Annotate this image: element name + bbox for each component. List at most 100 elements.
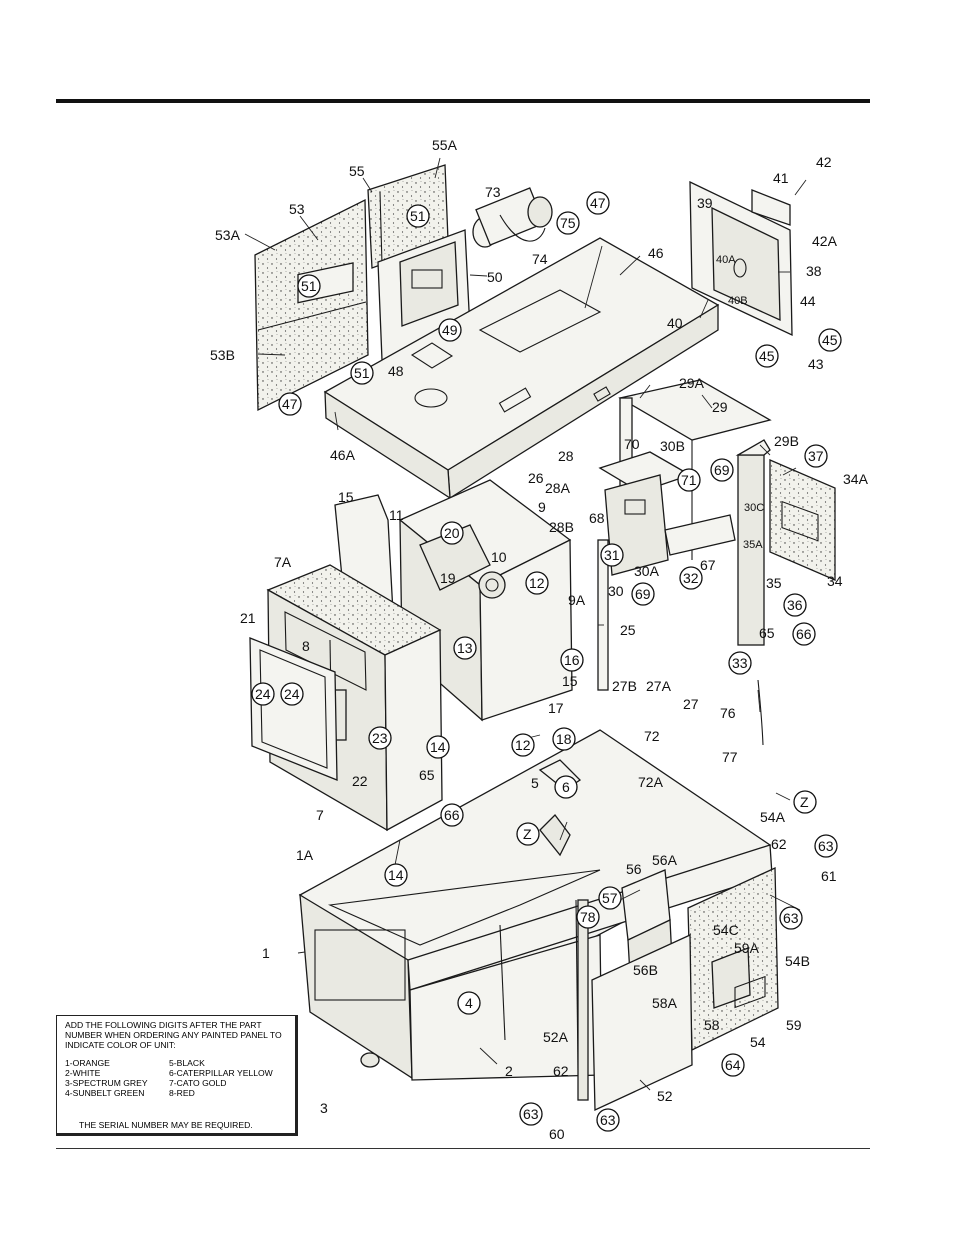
callout-58: 58 xyxy=(704,1017,720,1033)
callout-7A: 7A xyxy=(274,554,292,570)
channel-25 xyxy=(597,539,609,691)
callout-53B: 53B xyxy=(210,347,235,363)
callout-12: 12 xyxy=(515,737,531,753)
callout-55: 55 xyxy=(349,163,365,179)
callout-2: 2 xyxy=(505,1063,513,1079)
cable-76 xyxy=(757,679,764,746)
callout-12: 12 xyxy=(529,575,545,591)
callout-53A: 53A xyxy=(215,227,241,243)
callout-1A: 1A xyxy=(296,847,314,863)
callout-40B: 40B xyxy=(728,295,748,307)
callout-51: 51 xyxy=(354,365,370,381)
callout-4: 4 xyxy=(465,995,473,1011)
callout-28: 28 xyxy=(558,448,574,464)
color-code: 8-RED xyxy=(169,1088,195,1098)
door-21 xyxy=(249,637,338,781)
callout-27B: 27B xyxy=(612,678,637,694)
callout-54B: 54B xyxy=(785,953,810,969)
callout-33: 33 xyxy=(732,655,748,671)
callout-11: 11 xyxy=(389,507,404,523)
callout-77: 77 xyxy=(722,749,738,765)
callout-34: 34 xyxy=(827,573,843,589)
callout-53: 53 xyxy=(289,201,305,217)
callout-68: 68 xyxy=(589,510,605,526)
callout-26: 26 xyxy=(528,470,544,486)
callout-31: 31 xyxy=(604,547,620,563)
callout-28B: 28B xyxy=(549,519,574,535)
callout-49: 49 xyxy=(442,322,458,338)
callout-23: 23 xyxy=(372,730,388,746)
callout-63: 63 xyxy=(818,838,834,854)
callout-54: 54 xyxy=(750,1034,766,1050)
callout-51: 51 xyxy=(410,208,426,224)
panel-34 xyxy=(769,459,836,581)
callout-67: 67 xyxy=(700,557,716,573)
callout-29A: 29A xyxy=(679,375,705,391)
callout-54A: 54A xyxy=(760,809,786,825)
callout-36: 36 xyxy=(787,597,803,613)
paint-color-note: ADD THE FOLLOWING DIGITS AFTER THE PART … xyxy=(56,1015,298,1136)
callout-37: 37 xyxy=(808,448,824,464)
callout-bubbles xyxy=(251,191,842,1132)
callout-63: 63 xyxy=(600,1112,616,1128)
color-code: 1-ORANGE xyxy=(65,1058,110,1068)
callout-20: 20 xyxy=(444,525,460,541)
callout-14: 14 xyxy=(430,739,446,755)
color-codes-left: 1-ORANGE 2-WHITE 3-SPECTRUM GREY 4-SUNBE… xyxy=(65,1058,169,1098)
callout-30A: 30A xyxy=(634,563,660,579)
callout-28A: 28A xyxy=(545,480,571,496)
callout-62: 62 xyxy=(553,1063,569,1079)
callout-43: 43 xyxy=(808,356,824,372)
callout-54C: 54C xyxy=(713,922,739,938)
callout-6: 6 xyxy=(562,779,570,795)
callout-40A: 40A xyxy=(716,254,736,266)
callout-27: 27 xyxy=(683,696,699,712)
callout-78: 78 xyxy=(580,909,596,925)
callout-56A: 56A xyxy=(652,852,678,868)
callout-9: 9 xyxy=(538,499,546,515)
callout-24: 24 xyxy=(255,686,271,702)
callout-47: 47 xyxy=(590,195,606,211)
callout-61: 61 xyxy=(821,868,837,884)
callout-labels: 55A 55 53 53A 51 51 51 53B 50 49 48 73 7… xyxy=(210,137,869,1142)
callout-35A: 35A xyxy=(743,539,763,551)
callout-65: 65 xyxy=(419,767,435,783)
callout-34A: 34A xyxy=(843,471,869,487)
callout-58A: 58A xyxy=(652,995,678,1011)
callout-76: 76 xyxy=(720,705,736,721)
callout-46A: 46A xyxy=(330,447,356,463)
callout-41: 41 xyxy=(773,170,789,186)
callout-69: 69 xyxy=(635,586,651,602)
callout-63: 63 xyxy=(523,1106,539,1122)
callout-27A: 27A xyxy=(646,678,672,694)
callout-10: 10 xyxy=(491,549,507,565)
callout-56B: 56B xyxy=(633,962,658,978)
callout-60: 60 xyxy=(549,1126,565,1142)
callout-19: 19 xyxy=(440,570,456,586)
callout-29B: 29B xyxy=(774,433,799,449)
callout-21: 21 xyxy=(240,610,256,626)
callout-32: 32 xyxy=(683,570,699,586)
callout-9A: 9A xyxy=(568,592,586,608)
callout-Z: Z xyxy=(800,794,809,810)
callout-47: 47 xyxy=(282,396,298,412)
callout-5: 5 xyxy=(531,775,539,791)
callout-72: 72 xyxy=(644,728,660,744)
color-code: 3-SPECTRUM GREY xyxy=(65,1078,148,1088)
callout-63: 63 xyxy=(783,910,799,926)
callout-35: 35 xyxy=(766,575,782,591)
callout-30: 30 xyxy=(608,583,624,599)
bottom-rule xyxy=(56,1148,870,1149)
callout-15: 15 xyxy=(562,673,578,689)
callout-48: 48 xyxy=(388,363,404,379)
callout-38: 38 xyxy=(806,263,822,279)
callout-42: 42 xyxy=(816,154,832,170)
callout-56: 56 xyxy=(626,861,642,877)
top-rule xyxy=(56,99,870,103)
color-code: 6-CATERPILLAR YELLOW xyxy=(169,1068,273,1078)
callout-75: 75 xyxy=(560,215,576,231)
callout-25: 25 xyxy=(620,622,636,638)
leader-lines xyxy=(244,157,807,1091)
callout-30B: 30B xyxy=(660,438,685,454)
